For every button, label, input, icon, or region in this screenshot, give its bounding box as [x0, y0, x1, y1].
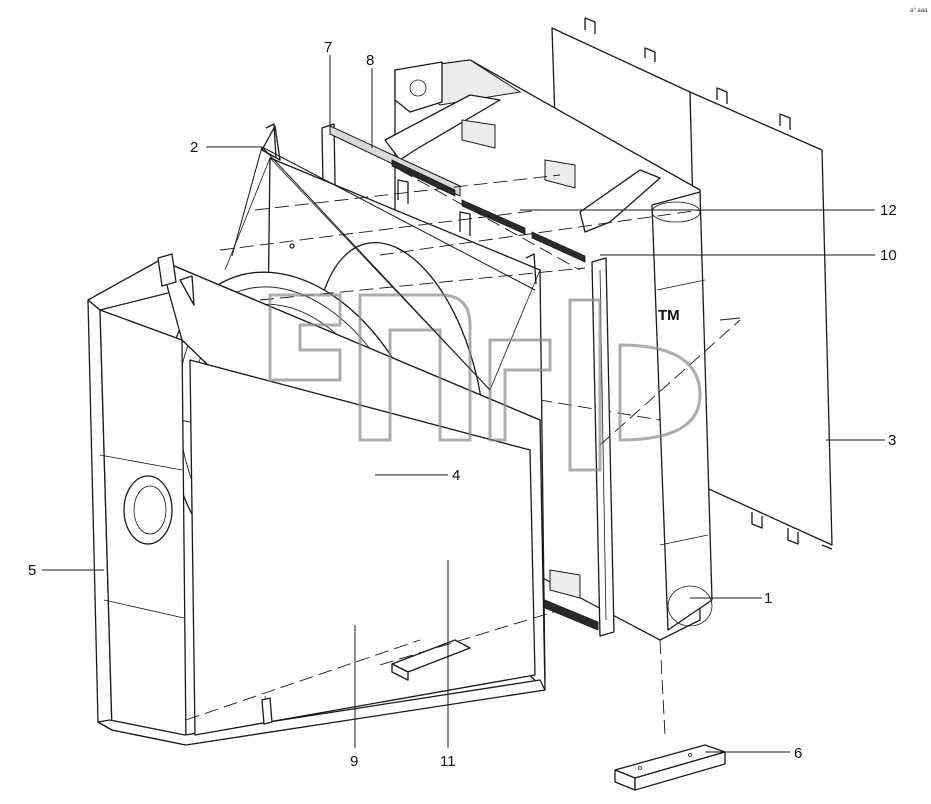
callout-6: 6	[794, 745, 802, 762]
callout-labels: 1 2 3 4 5 6 7 8 9 10 11 12	[28, 39, 897, 770]
callout-8: 8	[366, 52, 374, 69]
mounting-blocks	[391, 639, 726, 791]
trademark-label: TM	[658, 307, 680, 324]
callout-leaders	[42, 55, 885, 753]
callout-1: 1	[764, 590, 772, 607]
callout-9: 9	[350, 753, 358, 770]
outer-frame	[87, 253, 546, 746]
callout-12: 12	[880, 202, 897, 219]
callout-4: 4	[452, 467, 460, 484]
callout-2: 2	[190, 139, 198, 156]
callout-5: 5	[28, 562, 36, 579]
watermark-logo: TM	[268, 293, 702, 472]
callout-10: 10	[880, 247, 897, 264]
construction-lines	[219, 174, 741, 736]
callout-7: 7	[324, 39, 332, 56]
callout-11: 11	[440, 753, 456, 770]
callout-3: 3	[888, 432, 896, 449]
corner-mark: a° aaa	[910, 8, 928, 14]
